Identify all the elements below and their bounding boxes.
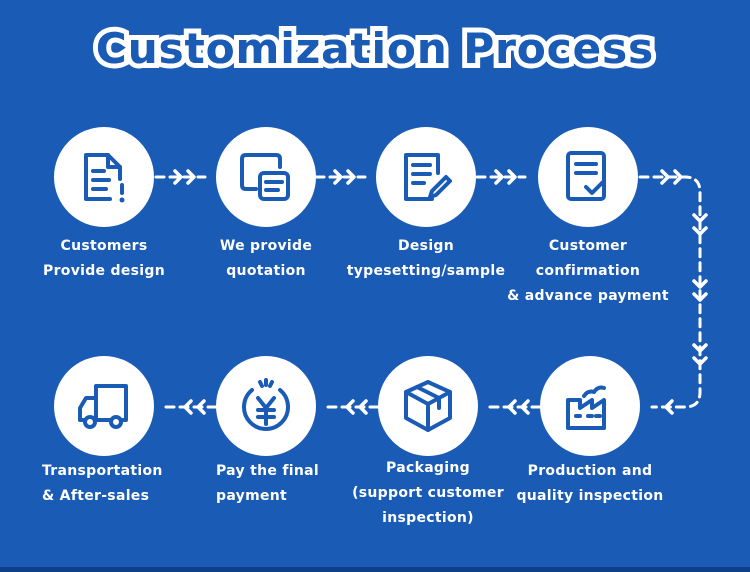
quotation-windows-icon xyxy=(240,153,290,201)
document-check-icon xyxy=(566,151,606,201)
label-line: Design xyxy=(397,238,455,254)
page-title: Customization Process xyxy=(95,24,655,73)
chevron-down-icon xyxy=(692,292,708,302)
step-2-circle xyxy=(216,127,316,227)
chevron-left-icon xyxy=(507,399,517,415)
yuan-coin-icon xyxy=(242,378,290,431)
label-line: inspection) xyxy=(382,510,474,526)
step-6-label: Packaging (support customer inspection) xyxy=(338,456,518,531)
step-1-label: Customers Provide design xyxy=(14,234,194,284)
chevron-left-icon xyxy=(196,399,206,415)
package-box-icon xyxy=(404,380,452,432)
step-4-label: Customer confirmation & advance payment xyxy=(498,234,678,309)
chevron-left-icon xyxy=(664,399,674,415)
step-7-circle xyxy=(216,356,316,456)
label-line: Pay the final xyxy=(216,463,319,479)
step-4-circle xyxy=(538,127,638,227)
bottom-border xyxy=(0,567,750,572)
label-line: Customers xyxy=(60,238,148,254)
label-line: & After-sales xyxy=(42,488,150,504)
page-title-outline: Customization Process xyxy=(91,19,658,78)
chevron-right-icon xyxy=(173,169,183,185)
label-line: (support customer xyxy=(352,485,504,501)
label-line: Transportation xyxy=(42,463,163,479)
factory-icon xyxy=(566,385,606,430)
label-line: quotation xyxy=(226,263,306,279)
chevron-right-icon xyxy=(346,169,356,185)
chevron-right-icon xyxy=(494,169,504,185)
label-line: Provide design xyxy=(43,263,165,279)
step-8-label: Transportation & After-sales xyxy=(14,459,194,509)
step-3-label: Design typesetting/sample xyxy=(336,234,516,284)
step-5-label: Production and quality inspection xyxy=(500,459,680,509)
document-pen-icon xyxy=(404,153,452,201)
label-line: & advance payment xyxy=(507,288,669,304)
step-8-circle xyxy=(54,356,154,456)
step-3-circle xyxy=(376,127,476,227)
label-line: typesetting/sample xyxy=(346,263,506,279)
document-alert-icon xyxy=(84,153,125,203)
chevron-right-icon xyxy=(507,169,517,185)
label-line: We provide xyxy=(219,238,313,254)
chevron-right-icon xyxy=(186,169,196,185)
label-line: Packaging xyxy=(386,460,470,476)
chevron-left-icon xyxy=(345,399,355,415)
step-6-circle xyxy=(378,356,478,456)
chevron-down-icon xyxy=(692,279,708,289)
connector-4-5 xyxy=(638,175,702,409)
step-2-label: We provide quotation xyxy=(176,234,356,284)
step-7-label: Pay the final payment xyxy=(176,459,356,509)
chevron-left-icon xyxy=(520,399,530,415)
chevron-left-icon xyxy=(358,399,368,415)
label-line: Production and xyxy=(527,463,653,479)
chevron-left-icon xyxy=(183,399,193,415)
delivery-truck-icon xyxy=(78,384,128,429)
chevron-right-icon xyxy=(660,169,670,185)
chevron-down-icon xyxy=(692,343,708,353)
chevron-right-icon xyxy=(673,169,683,185)
step-5-circle xyxy=(540,356,640,456)
step-1-circle xyxy=(54,127,154,227)
label-line: payment xyxy=(216,488,288,504)
chevron-down-icon xyxy=(692,226,708,236)
chevron-down-icon xyxy=(692,213,708,223)
chevron-down-icon xyxy=(692,356,708,366)
label-line: quality inspection xyxy=(516,488,664,504)
label-line: confirmation xyxy=(535,263,641,279)
chevron-right-icon xyxy=(333,169,343,185)
label-line: Customer xyxy=(548,238,628,254)
